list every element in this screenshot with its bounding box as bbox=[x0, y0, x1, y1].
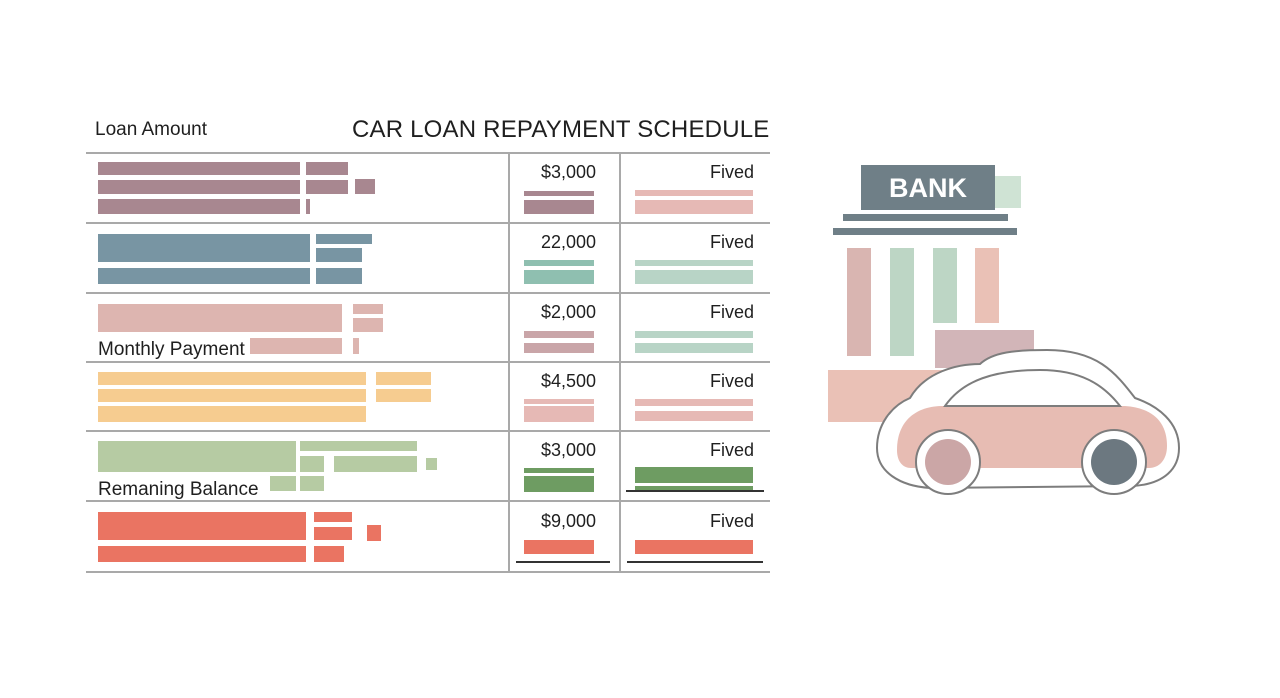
row-bar bbox=[300, 441, 417, 451]
amount-bar bbox=[524, 399, 594, 404]
row-divider bbox=[86, 292, 770, 294]
bank-sign-text: BANK bbox=[889, 173, 967, 203]
row-bar bbox=[270, 476, 296, 491]
row-amount: $3,000 bbox=[540, 162, 596, 182]
amount-bar bbox=[524, 476, 594, 492]
row-bar bbox=[250, 338, 342, 354]
bank-roof bbox=[843, 214, 1008, 221]
rate-bar bbox=[635, 190, 753, 196]
bank-column bbox=[975, 248, 999, 323]
row-bar bbox=[376, 372, 431, 385]
row-bar bbox=[98, 162, 300, 175]
rate-bar bbox=[635, 411, 753, 421]
row-bar bbox=[306, 199, 310, 214]
row-bar bbox=[98, 372, 366, 385]
amount-bar bbox=[524, 191, 594, 196]
page-title: CAR LOAN REPAYMENT SCHEDULE bbox=[352, 116, 770, 143]
bank-column bbox=[847, 248, 871, 356]
row-amount: $4,500 bbox=[540, 371, 596, 391]
row-divider bbox=[86, 500, 770, 502]
row-rate: Fived bbox=[709, 371, 754, 391]
row-divider bbox=[86, 361, 770, 363]
row-bar bbox=[306, 180, 348, 194]
rate-bar bbox=[635, 331, 753, 338]
bank-column bbox=[890, 248, 914, 356]
car-wheel-front-hub bbox=[925, 439, 971, 485]
row-rate: Fived bbox=[709, 511, 754, 531]
row-bar bbox=[98, 389, 366, 402]
row-rate: Fived bbox=[709, 232, 754, 252]
car-cabin bbox=[943, 368, 1123, 407]
row-bar bbox=[353, 338, 359, 354]
row-bar bbox=[98, 180, 300, 194]
car-wheel-rear-hub bbox=[1091, 439, 1137, 485]
row-divider bbox=[86, 222, 770, 224]
amount-bar bbox=[524, 540, 594, 554]
row-divider bbox=[86, 430, 770, 432]
row-bar bbox=[316, 234, 372, 244]
amount-bar bbox=[524, 200, 594, 214]
rate-bar bbox=[635, 270, 753, 284]
row-bar bbox=[306, 162, 348, 175]
column-divider bbox=[508, 152, 510, 572]
row-bar bbox=[353, 304, 383, 314]
row-amount: $9,000 bbox=[540, 511, 596, 531]
row-bar bbox=[426, 458, 437, 470]
row-amount: 22,000 bbox=[540, 232, 596, 252]
row-bar bbox=[314, 546, 344, 562]
row-rate: Fived bbox=[709, 440, 754, 460]
amount-bar bbox=[524, 343, 594, 353]
rate-bar bbox=[635, 260, 753, 266]
amount-bar bbox=[524, 270, 594, 284]
column-divider bbox=[619, 152, 621, 572]
row-rate: Fived bbox=[709, 302, 754, 322]
row-bar bbox=[376, 389, 431, 402]
row-bar bbox=[98, 199, 300, 214]
row-bar bbox=[314, 527, 352, 540]
row-bar bbox=[355, 179, 375, 194]
bank-sign bbox=[861, 165, 995, 210]
row-amount: $2,000 bbox=[540, 302, 596, 322]
row-bar bbox=[98, 406, 366, 422]
amount-underline bbox=[516, 561, 610, 563]
rate-bar bbox=[635, 540, 753, 554]
row-bar bbox=[98, 304, 342, 332]
row-amount: $3,000 bbox=[540, 440, 596, 460]
bank-roof bbox=[833, 228, 1017, 235]
amount-bar bbox=[524, 406, 594, 422]
row-bar bbox=[300, 456, 324, 472]
row-bar bbox=[316, 268, 362, 284]
row-bar bbox=[300, 476, 324, 491]
row-bar bbox=[353, 318, 383, 332]
amount-bar bbox=[524, 331, 594, 338]
bank-column bbox=[933, 248, 957, 323]
row-rate: Fived bbox=[709, 162, 754, 182]
rate-bar bbox=[635, 200, 753, 214]
monthly-payment-label: Monthly Payment bbox=[98, 339, 245, 360]
rate-underline bbox=[626, 490, 764, 492]
rate-underline bbox=[627, 561, 763, 563]
row-bar bbox=[314, 512, 352, 522]
rate-bar bbox=[635, 467, 753, 483]
row-bar bbox=[98, 268, 310, 284]
bank-car-illustration: BANK bbox=[828, 165, 1181, 495]
table-top-rule bbox=[86, 152, 770, 154]
amount-bar bbox=[524, 468, 594, 473]
rate-bar bbox=[635, 343, 753, 353]
table-bottom-rule bbox=[86, 571, 770, 573]
amount-bar bbox=[524, 260, 594, 266]
row-bar bbox=[98, 234, 310, 262]
rate-bar bbox=[635, 486, 753, 491]
remaining-balance-label: Remaning Balance bbox=[98, 479, 259, 500]
loan-amount-label: Loan Amount bbox=[95, 119, 207, 140]
row-bar bbox=[98, 512, 306, 540]
row-bar bbox=[334, 456, 417, 472]
row-bar bbox=[98, 546, 306, 562]
row-bar bbox=[367, 525, 381, 541]
bank-sign-tab bbox=[993, 176, 1021, 208]
row-bar bbox=[98, 441, 296, 472]
row-bar bbox=[316, 248, 362, 262]
rate-bar bbox=[635, 399, 753, 406]
